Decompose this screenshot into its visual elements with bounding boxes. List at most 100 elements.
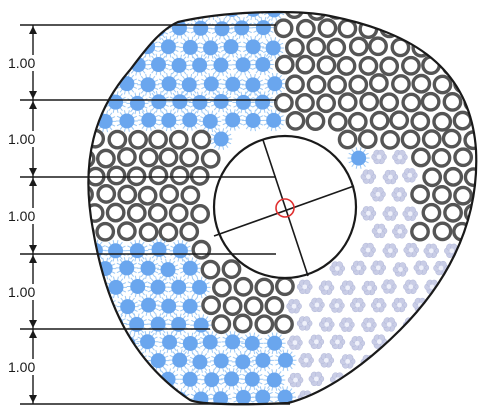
lavender-flower-particle (403, 279, 419, 294)
blue-fuzzy-particle (105, 386, 128, 405)
blue-fuzzy-particle (241, 368, 264, 391)
hollow-ring-particle (191, 239, 212, 260)
hollow-ring-particle (105, 202, 126, 223)
blue-fuzzy-particle (190, 314, 213, 336)
hollow-ring-particle (264, 295, 285, 316)
hollow-ring-particle (463, 167, 477, 188)
lavender-flower-particle (371, 149, 387, 165)
blue-fuzzy-particle (168, 90, 191, 113)
lavender-flower-particle (329, 261, 346, 276)
hollow-ring-particle (441, 128, 462, 149)
lavender-flower-particle (309, 297, 325, 313)
blue-fuzzy-particle (104, 312, 127, 335)
hollow-ring-particle (401, 92, 422, 113)
hollow-ring-particle (295, 92, 315, 113)
hollow-ring-particle (126, 166, 147, 187)
hollow-ring-particle (274, 314, 294, 335)
blue-fuzzy-particle (115, 257, 138, 279)
lavender-flower-particle (308, 334, 325, 350)
hollow-ring-particle (158, 147, 179, 168)
lavender-flower-particle (382, 243, 399, 258)
blue-fuzzy-particle (179, 295, 202, 318)
dimension-label: 1.00 (6, 358, 38, 375)
blue-fuzzy-particle (127, 53, 150, 76)
lavender-flower-particle (287, 372, 304, 388)
blue-fuzzy-particle (88, 293, 97, 316)
blue-fuzzy-particle (137, 73, 160, 96)
lavender-flower-particle (465, 243, 477, 258)
hollow-ring-particle (306, 74, 327, 95)
blue-fuzzy-particle (221, 109, 244, 131)
blue-fuzzy-particle (210, 128, 233, 150)
dimension-arrow-down (29, 91, 37, 99)
hollow-ring-particle (275, 276, 295, 297)
blue-fuzzy-particle (262, 109, 285, 132)
lavender-flower-particle (319, 317, 335, 332)
hollow-ring-particle (285, 110, 306, 131)
lavender-flower-particle (361, 280, 378, 296)
blue-fuzzy-particle (147, 90, 170, 113)
hollow-ring-particle (421, 129, 442, 150)
blue-fuzzy-particle (147, 276, 170, 298)
blue-fuzzy-particle (157, 109, 180, 132)
hollow-ring-particle (180, 185, 201, 206)
hollow-ring-particle (295, 18, 316, 39)
hollow-ring-particle (148, 165, 169, 186)
dimension-arrow-up (29, 330, 37, 338)
blue-fuzzy-particle (242, 109, 265, 132)
lavender-flower-particle (455, 335, 471, 350)
lavender-flower-particle (424, 317, 441, 332)
blue-fuzzy-particle (263, 332, 286, 355)
hollow-ring-particle (411, 147, 431, 168)
lavender-flower-particle (382, 169, 399, 185)
blue-fuzzy-particle (220, 368, 243, 390)
hollow-ring-particle (432, 221, 453, 242)
hollow-ring-particle (410, 111, 431, 132)
lavender-flower-particle (329, 334, 346, 350)
blue-fuzzy-particle (157, 368, 180, 391)
blue-fuzzy-particle (104, 276, 127, 299)
lavender-flower-particle (286, 299, 302, 314)
lavender-flower-particle (360, 206, 377, 221)
blue-fuzzy-particle (116, 369, 139, 392)
hollow-ring-particle (285, 74, 305, 95)
lavender-flower-particle (444, 317, 461, 333)
blue-fuzzy-particle (147, 387, 170, 405)
lavender-flower-particle (391, 297, 408, 313)
lavender-flower-particle (424, 354, 440, 369)
hollow-ring-particle (88, 222, 95, 243)
lavender-flower-particle (308, 371, 325, 387)
center-marker-icon (275, 198, 295, 218)
lavender-flower-particle (381, 390, 398, 405)
hollow-ring-particle (348, 36, 369, 57)
hollow-ring-particle (464, 19, 477, 40)
lavender-flower-particle (338, 390, 355, 405)
hollow-ring-particle (285, 37, 305, 58)
lavender-flower-particle (329, 298, 345, 313)
dimension-arrow-up (29, 178, 37, 186)
lavender-flower-particle (464, 354, 477, 369)
hollow-ring-particle (337, 129, 358, 150)
blue-fuzzy-particle (94, 332, 117, 354)
blue-fuzzy-particle (136, 369, 159, 391)
blue-fuzzy-particle (209, 387, 232, 405)
lavender-flower-particle (296, 316, 313, 331)
dimension-arrow-up (29, 101, 37, 109)
hollow-ring-particle (453, 12, 473, 20)
dimension-label: 1.00 (6, 130, 38, 147)
hollow-ring-particle (126, 203, 147, 223)
hollow-ring-particle (190, 204, 211, 224)
lavender-flower-particle (413, 372, 430, 387)
blue-fuzzy-particle (263, 12, 285, 21)
hollow-ring-particle (274, 54, 295, 75)
hollow-ring-particle (442, 19, 462, 39)
blue-fuzzy-particle (200, 368, 223, 391)
hollow-ring-particle (128, 129, 148, 150)
hollow-ring-particle (336, 56, 357, 76)
hollow-ring-particle (421, 202, 442, 223)
hollow-ring-particle (389, 110, 410, 131)
blue-fuzzy-particle (188, 91, 211, 114)
hollow-ring-particle (316, 93, 337, 114)
blue-fuzzy-particle (263, 369, 286, 391)
